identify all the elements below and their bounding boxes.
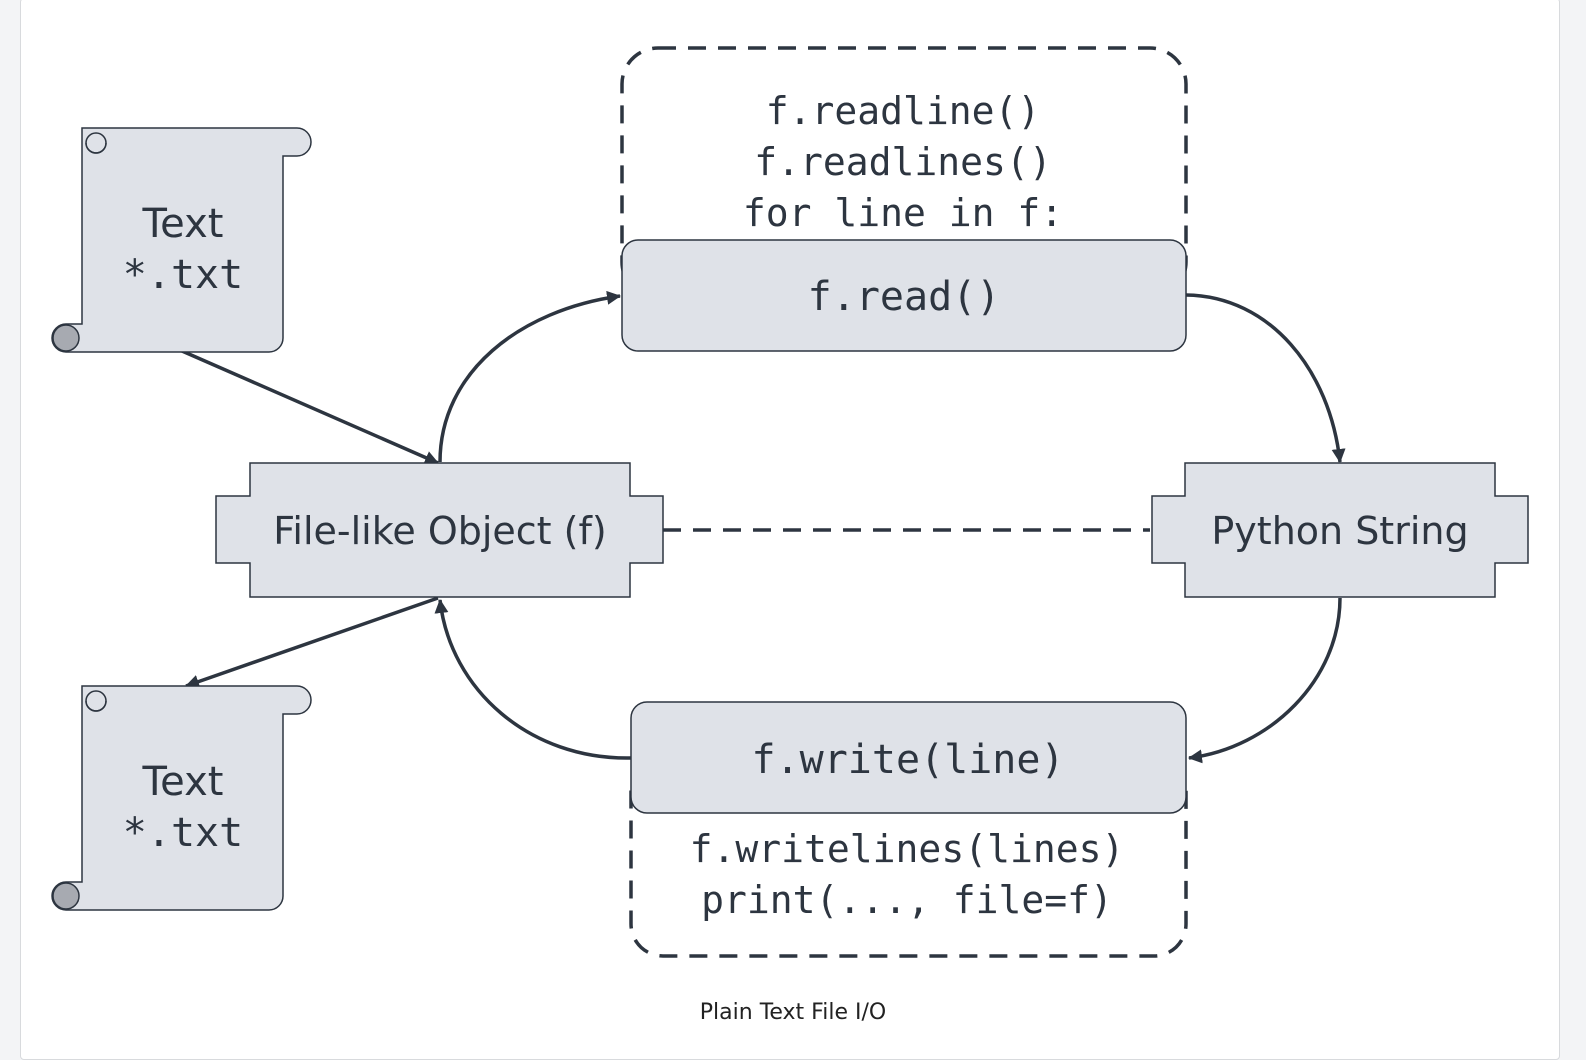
- text-file-input-line2: *.txt: [123, 252, 243, 298]
- python-string-label: Python String: [1211, 509, 1468, 553]
- scroll-curl-bottom: [52, 882, 80, 910]
- edge-write-to-fileobject: [434, 599, 632, 760]
- edges: [181, 290, 1346, 764]
- write-alt-writelines: f.writelines(lines): [690, 827, 1125, 871]
- file-object-node: File-like Object (f): [215, 462, 664, 598]
- write-alternatives-box: f.writelines(lines) print(..., file=f): [629, 758, 1188, 958]
- text-file-output-line2: *.txt: [123, 810, 243, 856]
- text-file-input-line1: Text: [142, 201, 224, 247]
- text-file-output-node: Text *.txt: [51, 685, 312, 911]
- write-node: f.write(line): [630, 701, 1187, 814]
- edge-string-to-write: [1188, 597, 1342, 764]
- read-alt-readlines: f.readlines(): [754, 140, 1051, 184]
- text-file-input-node: Text *.txt: [51, 127, 312, 353]
- edge-fileobject-to-textfile: [185, 596, 439, 689]
- edge-fileobject-to-read: [438, 290, 621, 463]
- write-label: f.write(line): [751, 737, 1064, 783]
- text-file-output-line1: Text: [142, 759, 224, 805]
- read-label: f.read(): [808, 274, 1001, 320]
- python-string-node: Python String: [1151, 462, 1529, 598]
- scroll-curl-bottom: [52, 324, 80, 352]
- read-alt-for-loop: for line in f:: [743, 191, 1063, 235]
- edge-textfile-to-fileobject: [181, 349, 439, 465]
- file-object-label: File-like Object (f): [273, 509, 606, 553]
- read-node: f.read(): [621, 239, 1187, 352]
- write-alt-print: print(..., file=f): [701, 878, 1113, 922]
- diagram-caption: Plain Text File I/O: [699, 1000, 887, 1025]
- edge-read-to-string: [1185, 293, 1346, 463]
- read-alt-readline: f.readline(): [766, 89, 1041, 133]
